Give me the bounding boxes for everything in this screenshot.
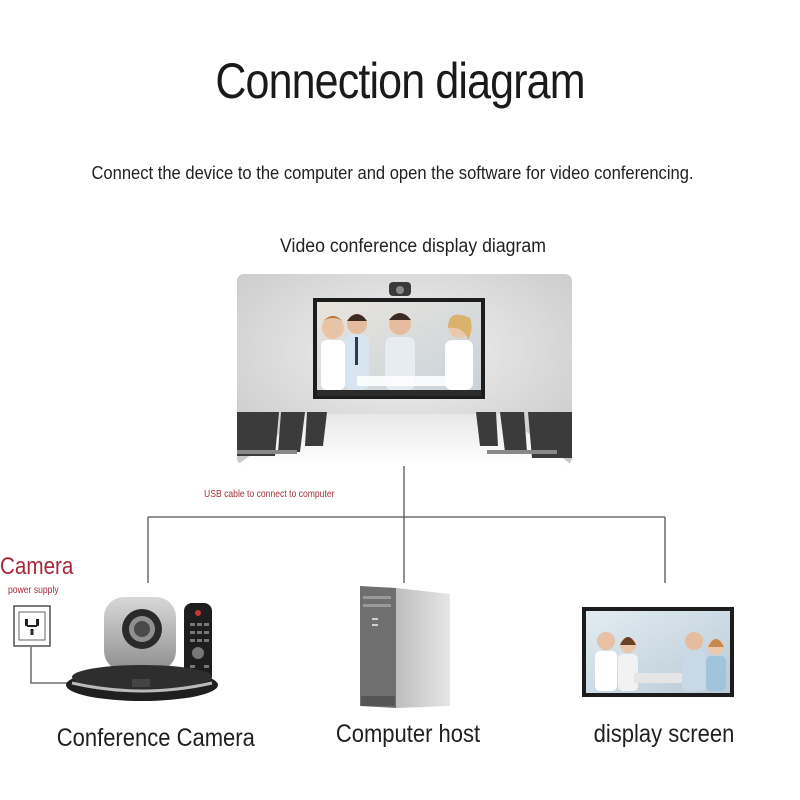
display-section-label: Video conference display diagram	[280, 236, 546, 257]
conference-camera-icon	[66, 597, 218, 701]
page-title: Connection diagram	[215, 53, 585, 109]
usb-cable-label: USB cable to connect to computer	[204, 489, 335, 500]
computer-tower-icon	[360, 586, 450, 708]
display-screen-icon	[582, 607, 734, 697]
conference-room-image	[237, 274, 572, 465]
display-screen-label: display screen	[593, 720, 735, 748]
camera-power-title: Camera	[0, 553, 74, 580]
page-subtitle: Connect the device to the computer and o…	[91, 163, 694, 183]
conference-room-illustration	[237, 274, 572, 465]
power-outlet-icon	[13, 605, 51, 647]
computer-host-label: Computer host	[335, 720, 481, 748]
conference-camera-label: Conference Camera	[56, 724, 255, 752]
camera-power-subtitle: power supply	[8, 585, 59, 596]
